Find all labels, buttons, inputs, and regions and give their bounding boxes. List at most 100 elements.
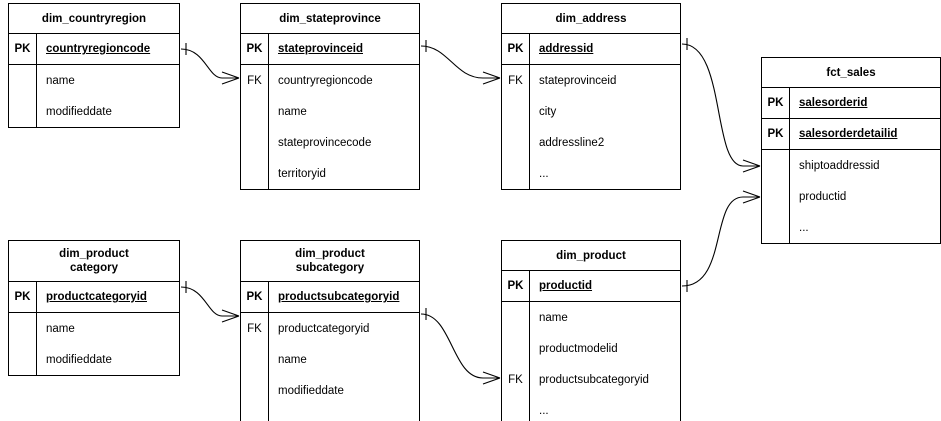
primary-key-marker: PK [241,34,269,64]
primary-key-marker: PK [9,34,37,64]
attribute-row[interactable]: FK stateprovinceid [502,65,680,96]
attribute-row[interactable]: PK stateprovinceid [241,34,419,65]
attribute-row[interactable]: name [502,302,680,333]
entity-title-line: category [70,262,118,274]
attribute-name: name [46,74,75,87]
attribute-name: productsubcategoryid [539,373,649,386]
attribute-name: name [278,353,307,366]
entity-title-dim_countryregion: dim_countryregion [9,4,179,34]
primary-key-marker: PK [241,282,269,312]
key-cell-empty [502,127,530,158]
attribute-name: territoryid [278,167,326,180]
key-cell-empty [762,181,790,212]
attribute-row[interactable]: productid [762,181,940,212]
attribute-name: countryregioncode [278,74,373,87]
attribute-row[interactable]: city [502,96,680,127]
attribute-row[interactable]: addressline2 [502,127,680,158]
entity-title-line: subcategory [295,262,365,274]
primary-key-marker: PK [9,282,37,312]
attribute-row[interactable]: modifieddate [9,344,179,375]
attribute-row[interactable]: stateprovincecode [241,127,419,158]
attribute-row[interactable]: FK productsubcategoryid [502,364,680,395]
relationship-address-fctsales [681,38,761,173]
attribute-row[interactable]: modifieddate [9,96,179,127]
attribute-name: name [46,322,75,335]
attribute-name: stateprovincecode [278,136,372,149]
attribute-name: modifieddate [46,353,112,366]
key-cell-empty [241,375,269,406]
attribute-name: productid [799,190,847,203]
attribute-name: salesorderid [799,97,868,109]
attribute-row[interactable]: name [241,344,419,375]
entity-title-dim_address: dim_address [502,4,680,34]
entity-title-dim_stateprovince: dim_stateprovince [241,4,419,34]
entity-title-line: dim_countryregion [41,12,147,25]
primary-key-marker: PK [502,271,530,301]
key-cell-empty [762,150,790,181]
attribute-name: ... [539,404,549,417]
relationship-product-fctsales [681,190,761,292]
key-cell-empty [241,127,269,158]
attribute-row[interactable]: territoryid [241,158,419,189]
attribute-row[interactable]: modifieddate [241,375,419,406]
attribute-row[interactable]: PK productid [502,271,680,302]
key-cell-empty [9,96,37,127]
foreign-key-marker: FK [241,65,269,96]
attribute-row[interactable]: name [241,96,419,127]
attribute-name: name [278,105,307,118]
attribute-name: modifieddate [46,105,112,118]
attribute-name: salesorderdetailid [799,128,898,140]
attribute-row[interactable]: name [9,65,179,96]
attribute-row[interactable]: ... [762,212,940,243]
attribute-row[interactable]: name [9,313,179,344]
key-cell-empty [9,344,37,375]
attribute-row[interactable]: FK countryregioncode [241,65,419,96]
relationship-countryregion-stateprovince [180,43,240,85]
key-cell-empty [241,344,269,375]
attribute-name: stateprovinceid [278,43,363,55]
attribute-row[interactable]: ... [502,158,680,189]
key-cell-empty [9,313,37,344]
attribute-name: addressline2 [539,136,605,149]
attribute-name: ... [799,221,809,234]
attribute-name: stateprovinceid [539,74,617,87]
entity-title-fct_sales: fct_sales [762,58,940,88]
key-cell-empty [502,333,530,364]
key-cell-empty [241,158,269,189]
relationship-subcategory-product [420,308,501,385]
attribute-name: shiptoaddressid [799,159,880,172]
key-cell-empty [241,406,269,421]
entity-title-dim_product: dim_product [502,241,680,271]
entity-title-line: dim_address [555,12,627,25]
attribute-row[interactable]: shiptoaddressid [762,150,940,181]
attribute-name: productid [539,280,593,292]
entity-title-line: dim_product [59,248,129,260]
attribute-row[interactable]: ... [241,406,419,421]
attribute-name: modifieddate [278,384,344,397]
relationship-productcategory-subcategory [180,281,240,323]
foreign-key-marker: FK [502,364,530,395]
key-cell-empty [502,302,530,333]
attribute-name: productcategoryid [278,322,370,335]
key-cell-empty [502,96,530,127]
entity-title-line: dim_product [556,249,626,262]
attribute-name: ... [539,167,549,180]
attribute-row[interactable]: productmodelid [502,333,680,364]
entity-title-line: fct_sales [826,66,876,79]
attribute-row[interactable]: ... [502,395,680,421]
foreign-key-marker: FK [502,65,530,96]
